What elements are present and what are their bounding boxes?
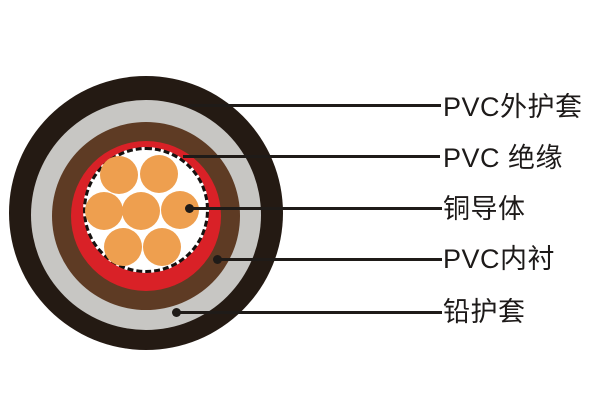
copper-conductor (122, 192, 160, 230)
copper-conductor (100, 156, 138, 194)
leader-line-copper-conductor (190, 207, 442, 210)
label-pvc-outer-sheath: PVC外护套 (443, 92, 583, 122)
leader-line-pvc-insulation (183, 155, 440, 158)
label-copper-conductor: 铜导体 (443, 194, 526, 224)
leader-dot-pvc-inner-lining (213, 255, 222, 264)
leader-line-pvc-inner-lining (217, 258, 442, 261)
copper-conductor (104, 228, 142, 266)
copper-conductor (143, 228, 181, 266)
leader-line-lead-sheath (177, 311, 442, 314)
label-pvc-inner-lining: PVC内衬 (443, 244, 556, 274)
leader-dot-copper-conductor (185, 204, 194, 213)
leader-line-pvc-outer-sheath (188, 104, 441, 107)
label-lead-sheath: 铅护套 (443, 297, 526, 327)
leader-dot-lead-sheath (172, 308, 181, 317)
copper-conductor (85, 192, 123, 230)
copper-conductor (140, 155, 178, 193)
label-pvc-insulation: PVC 绝缘 (443, 143, 564, 173)
